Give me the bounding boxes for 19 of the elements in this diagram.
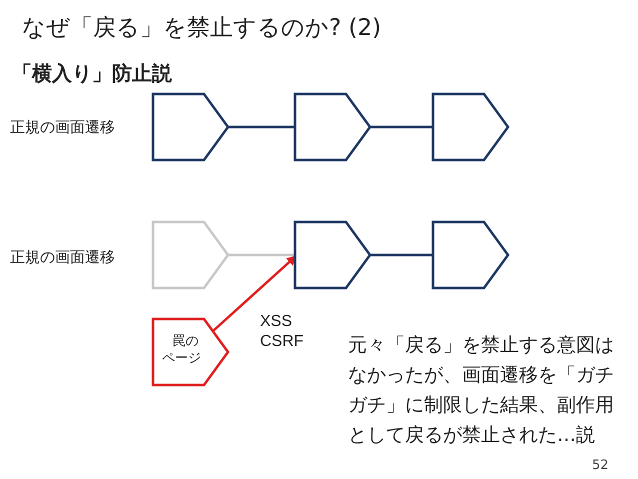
pentagon-shape <box>431 92 510 162</box>
row-label: 正規の画面遷移 <box>10 118 115 137</box>
row-label: 正規の画面遷移 <box>10 248 115 267</box>
subtitle: 「横入り」防止説 <box>12 60 172 87</box>
pentagon-shape <box>151 92 230 162</box>
connector-line <box>370 126 433 128</box>
connector-line <box>228 126 295 128</box>
connector-line <box>228 254 295 256</box>
node-label: 罠のページ <box>161 333 202 367</box>
page-pentagon <box>151 317 230 387</box>
pentagon-shape <box>293 220 372 290</box>
page-number: 52 <box>592 458 609 473</box>
pentagon-shape <box>151 220 230 290</box>
connector-line <box>370 254 433 256</box>
note-text: 元々「戻る」を禁止する意図はなかったが、画面遷移を「ガチガチ」に制限した結果、副作用として戻るが禁止された…説 <box>348 333 615 448</box>
title: なぜ「戻る」を禁止するのか? (2) <box>22 14 382 43</box>
edge-label: XSS CSRF <box>260 312 305 352</box>
pentagon-shape <box>431 220 510 290</box>
pentagon-shape <box>293 92 372 162</box>
